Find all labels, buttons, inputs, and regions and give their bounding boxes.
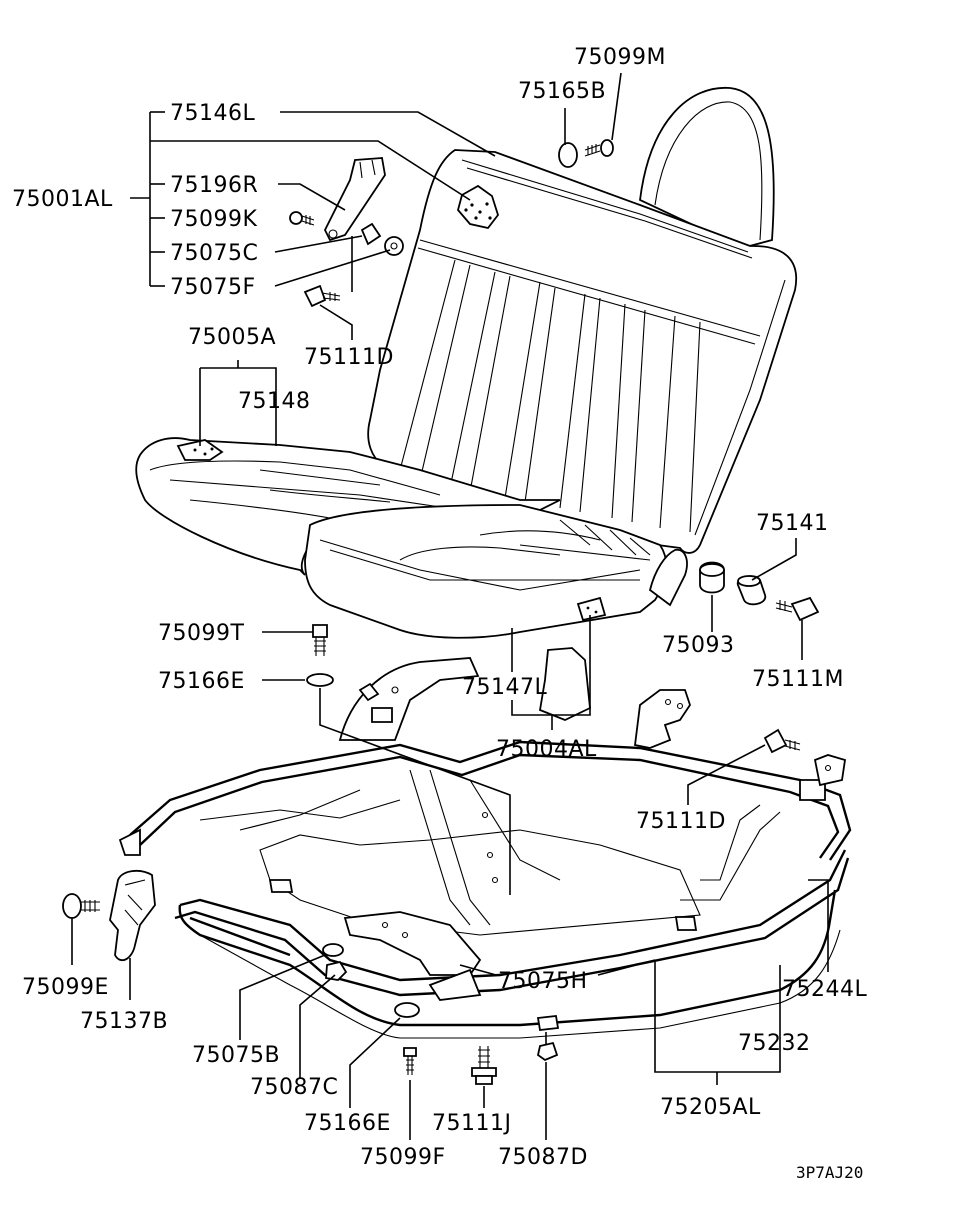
bolt-75099t bbox=[312, 624, 328, 656]
label-75099e: 75099E bbox=[22, 975, 109, 1000]
spacer-75166e-bottom bbox=[394, 1002, 420, 1018]
screw-75099m bbox=[584, 139, 614, 157]
label-75099k: 75099K bbox=[170, 207, 257, 232]
strap-75196r bbox=[323, 157, 386, 242]
label-75099m: 75099M bbox=[574, 45, 666, 70]
label-75075f: 75075F bbox=[170, 275, 256, 300]
cushion-label-tag-2 bbox=[576, 596, 607, 622]
small-parts bbox=[62, 139, 820, 1085]
label-75087c: 75087C bbox=[250, 1075, 338, 1100]
label-75205al: 75205AL bbox=[660, 1095, 761, 1120]
diagram-code: 3P7AJ20 bbox=[796, 1163, 863, 1182]
bolt-75111d-top bbox=[303, 284, 341, 308]
label-75075b: 75075B bbox=[192, 1043, 280, 1068]
screw-75099f bbox=[403, 1047, 417, 1075]
leader-lines bbox=[71, 72, 829, 1140]
part-labels: 75099M 75165B 75146L 75001AL 75196R 7509… bbox=[12, 45, 867, 1182]
label-75075c: 75075C bbox=[170, 241, 258, 266]
label-75075h: 75075H bbox=[498, 969, 588, 994]
label-75001al: 75001AL bbox=[12, 187, 113, 212]
label-75244l: 75244L bbox=[782, 977, 867, 1002]
label-75111j: 75111J bbox=[432, 1111, 511, 1136]
label-75148: 75148 bbox=[238, 389, 311, 414]
seat-back-assembly bbox=[367, 87, 797, 554]
label-75111d-top: 75111D bbox=[304, 345, 394, 370]
label-75166e-top: 75166E bbox=[158, 669, 245, 694]
bolt-75111j bbox=[471, 1046, 497, 1085]
seat-cushion-assembly bbox=[135, 437, 688, 639]
label-75099f: 75099F bbox=[360, 1145, 446, 1170]
lever-75137b bbox=[109, 869, 156, 962]
nut-75087d bbox=[536, 1041, 559, 1062]
bolt-75111d-mid bbox=[763, 728, 801, 754]
label-75137b: 75137B bbox=[80, 1009, 168, 1034]
bushing-75093 bbox=[699, 561, 725, 594]
nut-75087c bbox=[325, 960, 348, 981]
rubber-75075b bbox=[322, 943, 344, 957]
bolt-75111m bbox=[775, 596, 820, 622]
label-75165b: 75165B bbox=[518, 79, 606, 104]
spacer-75166e-top bbox=[306, 673, 334, 687]
bolt-75099e bbox=[62, 893, 100, 919]
label-75141: 75141 bbox=[756, 511, 829, 536]
label-75232: 75232 bbox=[738, 1031, 811, 1056]
label-75111m: 75111M bbox=[752, 667, 844, 692]
label-75099t: 75099T bbox=[158, 621, 244, 646]
label-75196r: 75196R bbox=[170, 173, 258, 198]
grommet-75075f bbox=[384, 236, 404, 256]
label-75111d-mid: 75111D bbox=[636, 809, 726, 834]
seat-frame-assembly bbox=[118, 647, 852, 1039]
washer-75165b bbox=[558, 142, 578, 168]
cap-75141 bbox=[736, 575, 767, 606]
label-75005a: 75005A bbox=[188, 325, 276, 350]
clip-75075c bbox=[360, 222, 382, 246]
seat-back-label-tag bbox=[457, 184, 499, 230]
label-75087d: 75087D bbox=[498, 1145, 588, 1170]
label-75093: 75093 bbox=[662, 633, 735, 658]
label-75166e-bottom: 75166E bbox=[304, 1111, 391, 1136]
label-75147l: 75147L bbox=[462, 675, 547, 700]
label-75146l: 75146L bbox=[170, 101, 255, 126]
label-75004al: 75004AL bbox=[496, 737, 597, 762]
screw-75099k bbox=[289, 211, 315, 226]
clip-75075h bbox=[536, 1015, 560, 1031]
